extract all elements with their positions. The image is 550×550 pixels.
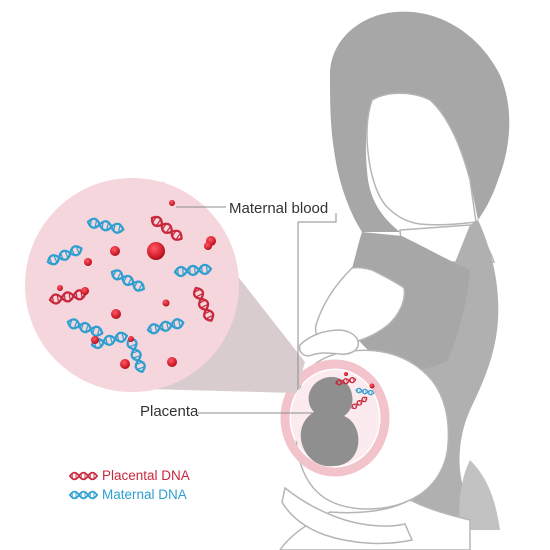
fetus-silhouette [300,376,359,467]
blood-sample-magnifier [25,178,239,392]
placenta-label: Placenta [140,403,199,420]
legend-spacer [68,471,96,481]
lower-arm [281,486,414,545]
leader-lines [176,206,337,414]
womb [280,359,390,477]
legend-maternal-dna-label: Maternal DNA [102,487,187,502]
blood-cells [57,200,216,369]
maternal-blood-label: Maternal blood [229,200,329,217]
legend-spacer [68,490,96,500]
hair [330,11,510,233]
placenta-ring [280,359,390,477]
face [366,92,477,226]
legend-placental-dna-label: Placental DNA [102,468,190,483]
legend-placental-dna: Placental DNA [68,468,190,483]
leg-back [459,460,500,530]
womb-cells [344,372,375,389]
hand [298,329,360,357]
maternal-blood-connector [298,213,337,223]
upper-arm [314,266,406,346]
legend-maternal-dna: Maternal DNA [68,487,187,502]
